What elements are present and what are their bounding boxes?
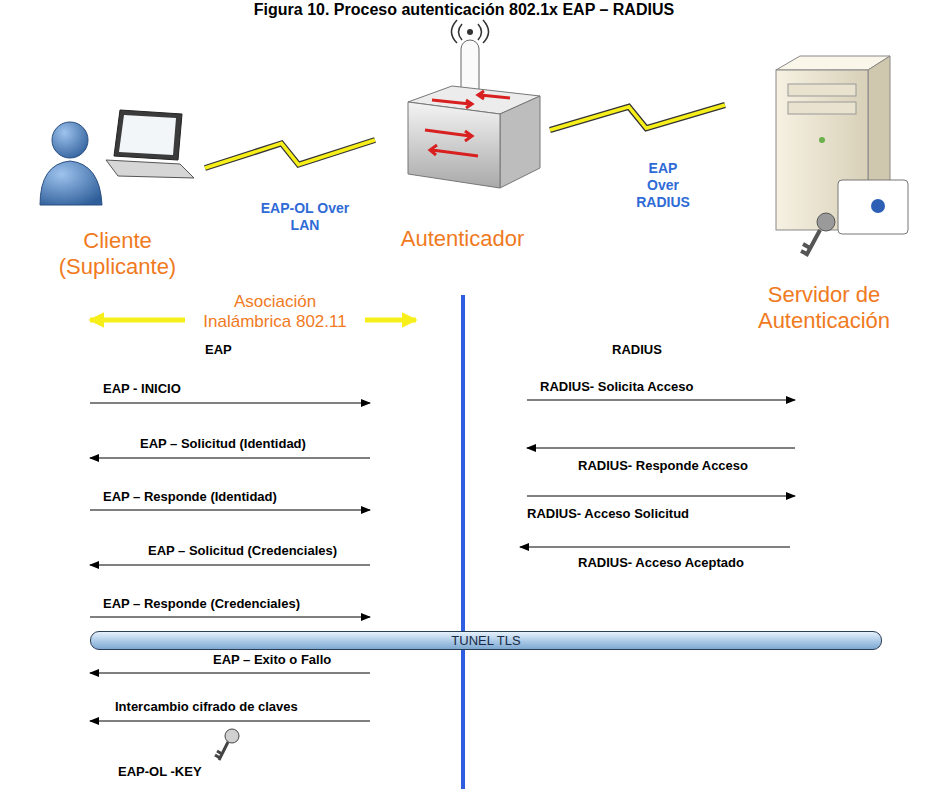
tunnel-label: TUNEL TLS <box>451 633 520 648</box>
key-shaft <box>215 742 228 760</box>
client-node: Cliente (Suplicante) <box>30 80 205 280</box>
power-led <box>819 137 825 143</box>
message-label: RADIUS- Solicita Acceso <box>540 379 693 394</box>
node-label: Servidor de Autenticación <box>725 282 923 334</box>
server-node: Servidor de Autenticación <box>725 50 923 334</box>
message-label: RADIUS- Acceso Solicitud <box>527 506 689 521</box>
message-label: EAP – Solicitud (Credenciales) <box>148 543 337 558</box>
message-arrow <box>90 673 370 674</box>
message-arrow <box>90 565 370 566</box>
card-chip <box>871 199 885 213</box>
antenna-wave <box>459 24 463 40</box>
switch-arrow <box>430 145 478 156</box>
tls-tunnel: TUNEL TLS <box>90 631 882 650</box>
association-arrow <box>365 318 416 323</box>
drive-bay <box>788 84 856 96</box>
switch-arrow <box>432 100 472 108</box>
association-arrow <box>90 318 185 323</box>
authenticator-node: Autenticador <box>375 22 550 252</box>
message-label: EAP – Solicitud (Identidad) <box>140 436 306 451</box>
message-label: RADIUS- Acceso Aceptado <box>578 555 744 570</box>
message-label: RADIUS- Responde Acceso <box>578 458 748 473</box>
message-arrow <box>527 448 795 449</box>
message-label: EAP - INICIO <box>103 381 181 396</box>
message-arrow <box>90 510 370 511</box>
link-label: EAP-OL Over LAN <box>255 200 355 234</box>
association-label: Asociación Inalámbrica 802.11 <box>190 292 360 332</box>
key-bow <box>817 213 835 231</box>
message-arrow <box>527 496 795 497</box>
message-arrow <box>90 721 370 722</box>
key-bow <box>225 729 239 743</box>
antenna-wave <box>478 24 482 40</box>
wireless-link <box>550 105 725 130</box>
message-label: EAP – Exito o Fallo <box>213 652 331 667</box>
key-shaft <box>801 230 820 256</box>
message-arrow <box>527 400 795 401</box>
divider-line <box>461 295 465 640</box>
wireless-link <box>205 140 375 168</box>
person-body <box>40 161 102 205</box>
message-label: EAP – Responde (Credenciales) <box>103 596 300 611</box>
laptop-base <box>106 160 194 178</box>
message-arrow <box>90 617 370 618</box>
message-label: EAP-OL -KEY <box>118 764 202 779</box>
antenna-wave <box>452 20 458 43</box>
antenna-wave <box>483 20 489 43</box>
switch-side <box>500 96 540 188</box>
message-label: EAP – Responde (Identidad) <box>103 489 277 504</box>
node-label: Cliente (Suplicante) <box>30 228 205 280</box>
laptop-screen <box>114 110 182 160</box>
protocol-heading: RADIUS <box>612 342 662 357</box>
wireless-link <box>205 140 375 168</box>
figure-title: Figura 10. Proceso autenticación 802.1x … <box>0 1 928 19</box>
message-arrow <box>90 458 370 459</box>
wireless-link <box>550 105 725 130</box>
link-label: EAP Over RADIUS <box>632 160 694 211</box>
protocol-heading: EAP <box>205 342 232 357</box>
antenna-tip <box>467 29 473 35</box>
switch-arrow <box>425 130 472 141</box>
smart-card <box>838 180 908 234</box>
switch-arrow <box>478 91 510 99</box>
laptop-display <box>119 115 176 155</box>
switch-front <box>408 102 500 188</box>
person-head <box>52 122 88 158</box>
message-arrow <box>90 403 370 404</box>
message-label: Intercambio cifrado de claves <box>115 699 298 714</box>
divider-line <box>461 640 465 789</box>
drive-bay <box>788 102 856 114</box>
node-label: Autenticador <box>399 226 527 252</box>
message-arrow <box>520 547 790 548</box>
